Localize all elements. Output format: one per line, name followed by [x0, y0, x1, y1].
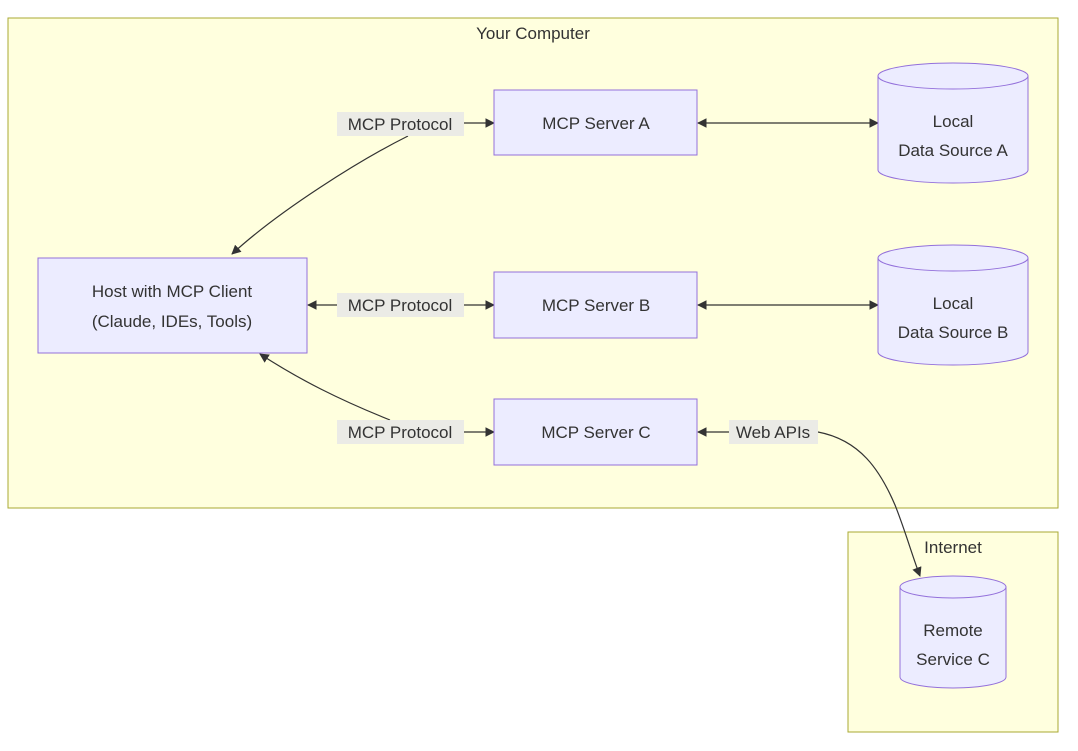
node-server-a-label: MCP Server A: [542, 114, 650, 133]
node-remote-service-c-line1: Remote: [923, 621, 983, 640]
node-remote-service-c-line2: Service C: [916, 650, 990, 669]
edge-label-host-c: MCP Protocol: [337, 420, 464, 444]
edge-label-web-apis: Web APIs: [729, 420, 818, 444]
node-data-source-a: Local Data Source A: [877, 62, 1029, 184]
node-host: Host with MCP Client (Claude, IDEs, Tool…: [37, 257, 308, 354]
node-data-source-b-line2: Data Source B: [898, 323, 1009, 342]
node-server-c-label: MCP Server C: [541, 423, 650, 442]
edge-label-host-b-text: MCP Protocol: [348, 296, 453, 315]
edge-label-host-a-text: MCP Protocol: [348, 115, 453, 134]
cluster-internet: Internet: [847, 531, 1059, 733]
node-server-b: MCP Server B: [493, 271, 698, 339]
node-host-line2: (Claude, IDEs, Tools): [92, 312, 252, 331]
node-data-source-b: Local Data Source B: [877, 244, 1029, 366]
edge-host-server-c: [259, 353, 495, 437]
edge-label-web-apis-text: Web APIs: [736, 423, 810, 442]
cluster-internet-title: Internet: [924, 538, 982, 557]
node-data-source-a-line1: Local: [933, 112, 974, 131]
edge-label-host-c-text: MCP Protocol: [348, 423, 453, 442]
node-server-c: MCP Server C: [493, 398, 698, 466]
edge-label-host-a: MCP Protocol: [337, 112, 464, 136]
node-server-a: MCP Server A: [493, 89, 698, 156]
node-server-b-label: MCP Server B: [542, 296, 650, 315]
node-data-source-a-line2: Data Source A: [898, 141, 1008, 160]
node-data-source-b-line1: Local: [933, 294, 974, 313]
node-remote-service-c: Remote Service C: [899, 575, 1007, 689]
edge-server-c-remote: [697, 427, 922, 577]
node-host-line1: Host with MCP Client: [92, 282, 253, 301]
cluster-your-computer-title: Your Computer: [476, 24, 590, 43]
edge-label-host-b: MCP Protocol: [337, 293, 464, 317]
edge-host-server-a: [231, 118, 495, 255]
